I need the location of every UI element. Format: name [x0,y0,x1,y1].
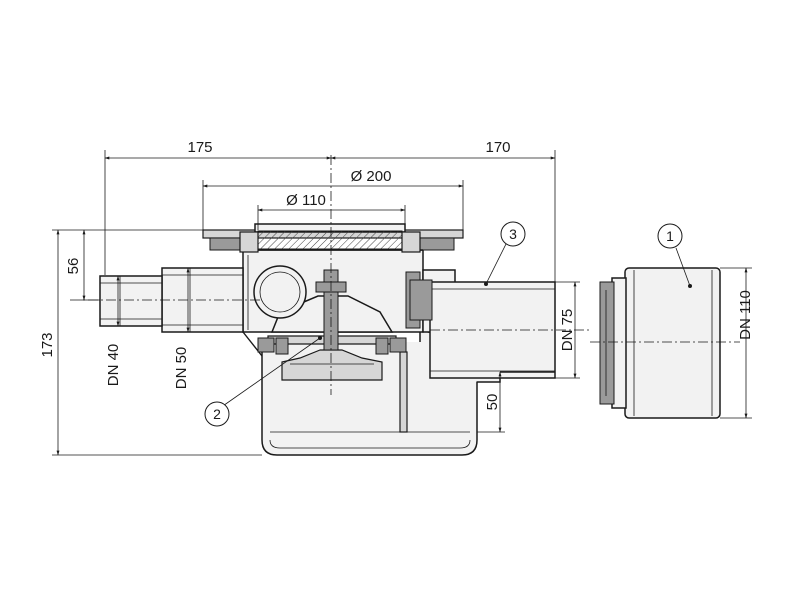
dim-inner-diameter: Ø 110 [286,192,326,209]
centerlines [70,155,740,395]
dim-inlet-dn50: DN 50 [173,347,190,390]
outlet-pipe [409,269,556,379]
callout-part-1: 1 [657,223,692,288]
callout-part-3-label: 3 [509,226,517,242]
dim-width-left: 175 [187,139,212,156]
adapter-dn110 [599,267,721,419]
inlet-pipe [99,267,244,333]
dim-width-right: 170 [485,139,510,156]
dim-inlet-dn40: DN 40 [105,344,122,387]
dimension-lines [52,150,752,456]
callout-part-1-label: 1 [666,228,674,244]
callout-part-2-label: 2 [213,406,221,422]
dim-total-height: 173 [39,332,56,357]
dim-outlet-dn75: DN 75 [559,309,576,352]
dim-grate-diameter: Ø 200 [351,168,392,185]
callout-part-2: 2 [204,336,322,427]
dim-outlet-height: 50 [484,394,501,411]
dim-adapter-dn110: DN 110 [737,290,754,340]
dim-inlet-height: 56 [65,258,82,275]
callout-part-3: 3 [484,221,526,286]
